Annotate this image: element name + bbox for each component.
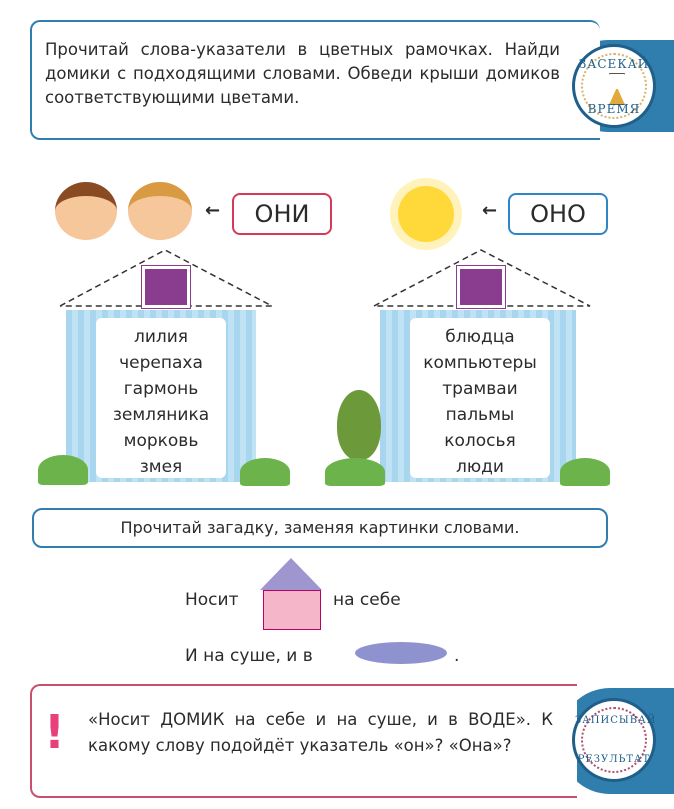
- word: компьютеры: [423, 353, 537, 373]
- riddle-instruction-box: Прочитай загадку, заменяя картинки слова…: [32, 508, 608, 548]
- house-picture-roof: [260, 558, 322, 590]
- badge-bottom-text: ВРЕМЯ: [587, 102, 641, 116]
- word: гармонь: [123, 379, 199, 399]
- word: морковь: [123, 431, 199, 451]
- window-icon: [456, 265, 506, 309]
- pointer-box-oni: ОНИ: [232, 193, 332, 235]
- riddle-line1-end: на себе: [333, 590, 401, 610]
- boy-face-icon: [55, 182, 117, 240]
- question-text: «Носит ДОМИК на себе и на суше, и в ВОДЕ…: [88, 710, 553, 755]
- word: земляника: [112, 405, 210, 425]
- word: колосья: [444, 431, 516, 451]
- riddle-line2-end: .: [454, 646, 460, 666]
- word-list-left: лилия черепаха гармонь земляника морковь…: [96, 318, 226, 478]
- puddle-picture-icon: [355, 642, 447, 664]
- window-icon: [141, 265, 191, 309]
- word: люди: [456, 457, 504, 477]
- word: лилия: [133, 327, 189, 347]
- house-picture-icon: [263, 590, 321, 630]
- word: трамваи: [442, 379, 518, 399]
- badge-top-text: ЗАСЕКАЙ: [578, 57, 650, 71]
- badge-bottom-text: РЕЗУЛЬТАТ: [577, 754, 651, 765]
- badge-top-text: ЗАПИСЫВАЙ: [575, 715, 657, 726]
- word: блюдца: [445, 327, 515, 347]
- instruction-text: Прочитай слова-указатели в цветных рамоч…: [45, 40, 560, 107]
- tree-icon: [337, 390, 381, 460]
- word-list-right: блюдца компьютеры трамваи пальмы колосья…: [410, 318, 550, 478]
- riddle-instruction-text: Прочитай загадку, заменяя картинки слова…: [120, 518, 520, 537]
- roofs: [59, 249, 591, 307]
- riddle-line1-start: Носит: [185, 590, 239, 610]
- girl-face-icon: [128, 182, 192, 240]
- word: пальмы: [445, 405, 515, 425]
- riddle-line2-start: И на суше, и в: [185, 646, 313, 666]
- result-badge: ЗАПИСЫВАЙ РЕЗУЛЬТАТ: [572, 698, 656, 782]
- bush-icon: [38, 455, 88, 485]
- bush-icon: [325, 458, 385, 486]
- exclamation-icon: !: [44, 705, 65, 759]
- pointer-box-ono: ОНО: [508, 193, 608, 235]
- word: змея: [139, 457, 183, 477]
- time-badge: ЗАСЕКАЙ ВРЕМЯ: [572, 44, 656, 128]
- arrow-left-icon: ←: [482, 200, 498, 221]
- bush-icon: [240, 458, 290, 486]
- sun-icon: [398, 186, 454, 242]
- question-box: [30, 684, 577, 798]
- instruction-box: [30, 20, 600, 140]
- word: черепаха: [119, 353, 203, 373]
- bush-icon: [560, 458, 610, 486]
- arrow-left-icon: ←: [205, 200, 221, 221]
